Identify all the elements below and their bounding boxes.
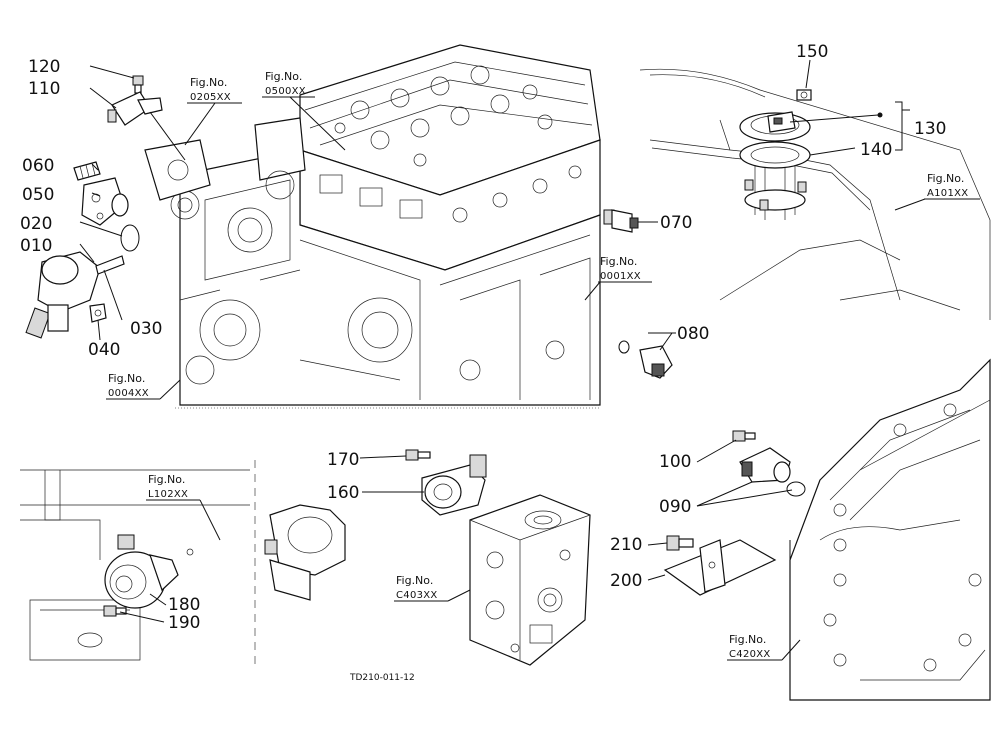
part-060-plug <box>73 161 101 181</box>
part-number-labels: 120 110 060 050 020 010 030 040 070 080 … <box>20 42 946 633</box>
label-010: 010 <box>20 236 52 256</box>
fig-ref-0205-code: 0205XX <box>190 92 231 103</box>
part-080-sensor <box>618 340 673 379</box>
label-040: 040 <box>88 340 120 360</box>
label-180: 180 <box>168 595 200 615</box>
fig-ref-c420-code: C420XX <box>729 649 771 660</box>
fuel-tank-illustration <box>639 68 991 320</box>
label-130: 130 <box>914 119 946 139</box>
part-170-screw <box>405 449 431 461</box>
fig-ref-c403-code: C403XX <box>396 590 438 601</box>
fig-ref-0001-code: 0001XX <box>600 271 641 282</box>
label-200: 200 <box>610 571 642 591</box>
label-150: 150 <box>796 42 828 62</box>
fig-ref-0500-code: 0500XX <box>265 86 306 97</box>
label-120: 120 <box>28 57 60 77</box>
part-010-sensor <box>25 251 125 339</box>
label-030: 030 <box>130 319 162 339</box>
fig-ref-0500-prefix: Fig.No. <box>265 70 302 83</box>
fig-ref-l102-prefix: Fig.No. <box>148 473 185 486</box>
engine-block-illustration <box>144 44 601 406</box>
fig-ref-0001-prefix: Fig.No. <box>600 255 637 268</box>
label-140: 140 <box>860 140 892 160</box>
frame-illustration <box>20 469 346 661</box>
fig-ref-a101-code: A101XX <box>927 188 968 199</box>
part-110-sensor <box>107 91 163 126</box>
part-190-bolt <box>103 605 127 617</box>
part-160-sensor <box>421 454 487 516</box>
figure-reference-labels: Fig.No. 0205XX Fig.No. 0500XX Fig.No. A1… <box>108 70 968 660</box>
fig-ref-0004-prefix: Fig.No. <box>108 372 145 385</box>
label-210: 210 <box>610 535 642 555</box>
label-080: 080 <box>677 324 709 344</box>
label-100: 100 <box>659 452 691 472</box>
part-070-sensor <box>603 209 639 233</box>
part-210-bolt <box>666 535 694 551</box>
part-050-fitting <box>81 177 129 226</box>
label-020: 020 <box>20 214 52 234</box>
section-dividers <box>175 407 600 670</box>
part-040-nut <box>89 303 107 323</box>
fig-ref-c420-prefix: Fig.No. <box>729 633 766 646</box>
drawing-code: TD210-011-12 <box>349 673 415 683</box>
figure-ref-lines <box>106 96 980 661</box>
part-020-o-ring <box>120 224 140 252</box>
part-090-sensor <box>739 447 806 497</box>
label-110: 110 <box>28 79 60 99</box>
fig-ref-0004-code: 0004XX <box>108 388 149 399</box>
fig-ref-c403-prefix: Fig.No. <box>396 574 433 587</box>
label-190: 190 <box>168 613 200 633</box>
part-120-bolt <box>132 75 144 94</box>
transmission-housing-illustration <box>789 358 991 701</box>
label-160: 160 <box>327 483 359 503</box>
label-090: 090 <box>659 497 691 517</box>
label-170: 170 <box>327 450 359 470</box>
label-070: 070 <box>660 213 692 233</box>
fig-ref-0205-prefix: Fig.No. <box>190 76 227 89</box>
leader-lines <box>79 59 910 623</box>
fig-ref-a101-prefix: Fig.No. <box>927 172 964 185</box>
part-200-plate <box>663 539 777 596</box>
label-060: 060 <box>22 156 54 176</box>
valve-block-illustration <box>469 494 591 666</box>
label-050: 050 <box>22 185 54 205</box>
fig-ref-l102-code: L102XX <box>148 489 188 500</box>
part-100-bolt <box>732 430 756 442</box>
